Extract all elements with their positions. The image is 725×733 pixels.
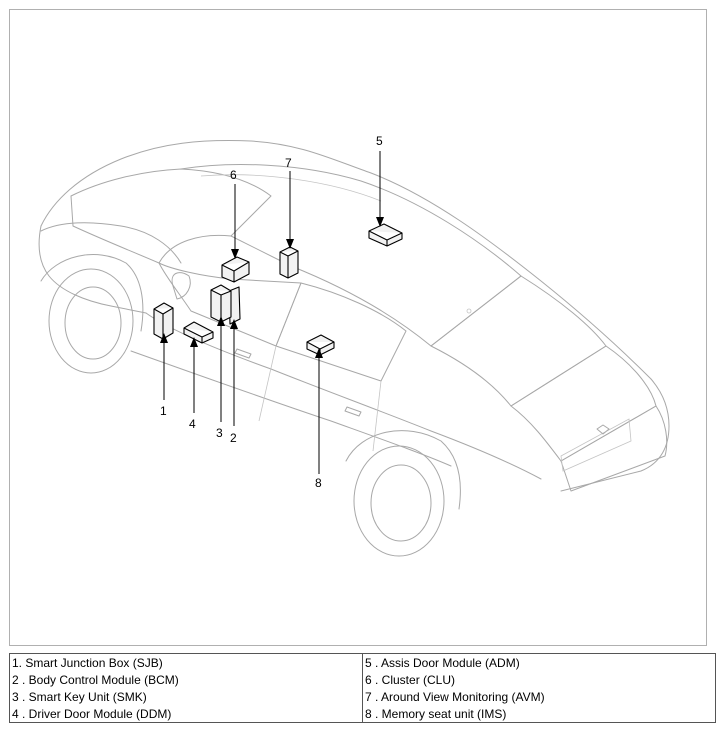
callout-6: 6: [230, 168, 237, 182]
legend-column-right: 5 . Assis Door Module (ADM) 6 . Cluster …: [362, 654, 715, 722]
legend-item-smk: 3 . Smart Key Unit (SMK): [12, 690, 147, 704]
callout-8: 8: [315, 476, 322, 490]
leader-1: [160, 333, 168, 400]
callout-2: 2: [230, 431, 237, 445]
legend-item-avm: 7 . Around View Monitoring (AVM): [365, 690, 545, 704]
leader-5: [376, 151, 384, 227]
legend-item-ddm: 4 . Driver Door Module (DDM): [12, 707, 172, 721]
leader-2: [230, 319, 238, 426]
leader-4: [190, 337, 198, 413]
module-sjb: [153, 302, 174, 340]
callout-7: 7: [285, 156, 292, 170]
module-avm: [279, 246, 299, 279]
module-adm: [368, 223, 403, 247]
legend-column-left: 1. Smart Junction Box (SJB) 2 . Body Con…: [10, 654, 362, 722]
module-clu: [221, 256, 250, 283]
callout-1: 1: [160, 404, 167, 418]
car-body-outline: [38, 140, 670, 557]
leader-6: [231, 184, 239, 259]
legend-item-ims: 8 . Memory seat unit (IMS): [365, 707, 507, 721]
leader-3: [217, 316, 225, 422]
callout-5: 5: [376, 134, 383, 148]
leader-8: [315, 348, 323, 474]
vehicle-module-location-diagram: 1 2 3 4 5 6 7 8: [38, 134, 670, 557]
callout-3: 3: [216, 426, 223, 440]
legend-item-bcm: 2 . Body Control Module (BCM): [12, 673, 179, 687]
legend-table: 1. Smart Junction Box (SJB) 2 . Body Con…: [9, 653, 716, 723]
legend-item-adm: 5 . Assis Door Module (ADM): [365, 656, 520, 670]
callout-4: 4: [189, 417, 196, 431]
legend-item-sjb: 1. Smart Junction Box (SJB): [12, 656, 163, 670]
leader-7: [286, 171, 294, 249]
diagram-frame: 1 2 3 4 5 6 7 8: [9, 9, 707, 646]
module-ddm: [183, 321, 214, 344]
legend-item-clu: 6 . Cluster (CLU): [365, 673, 456, 687]
